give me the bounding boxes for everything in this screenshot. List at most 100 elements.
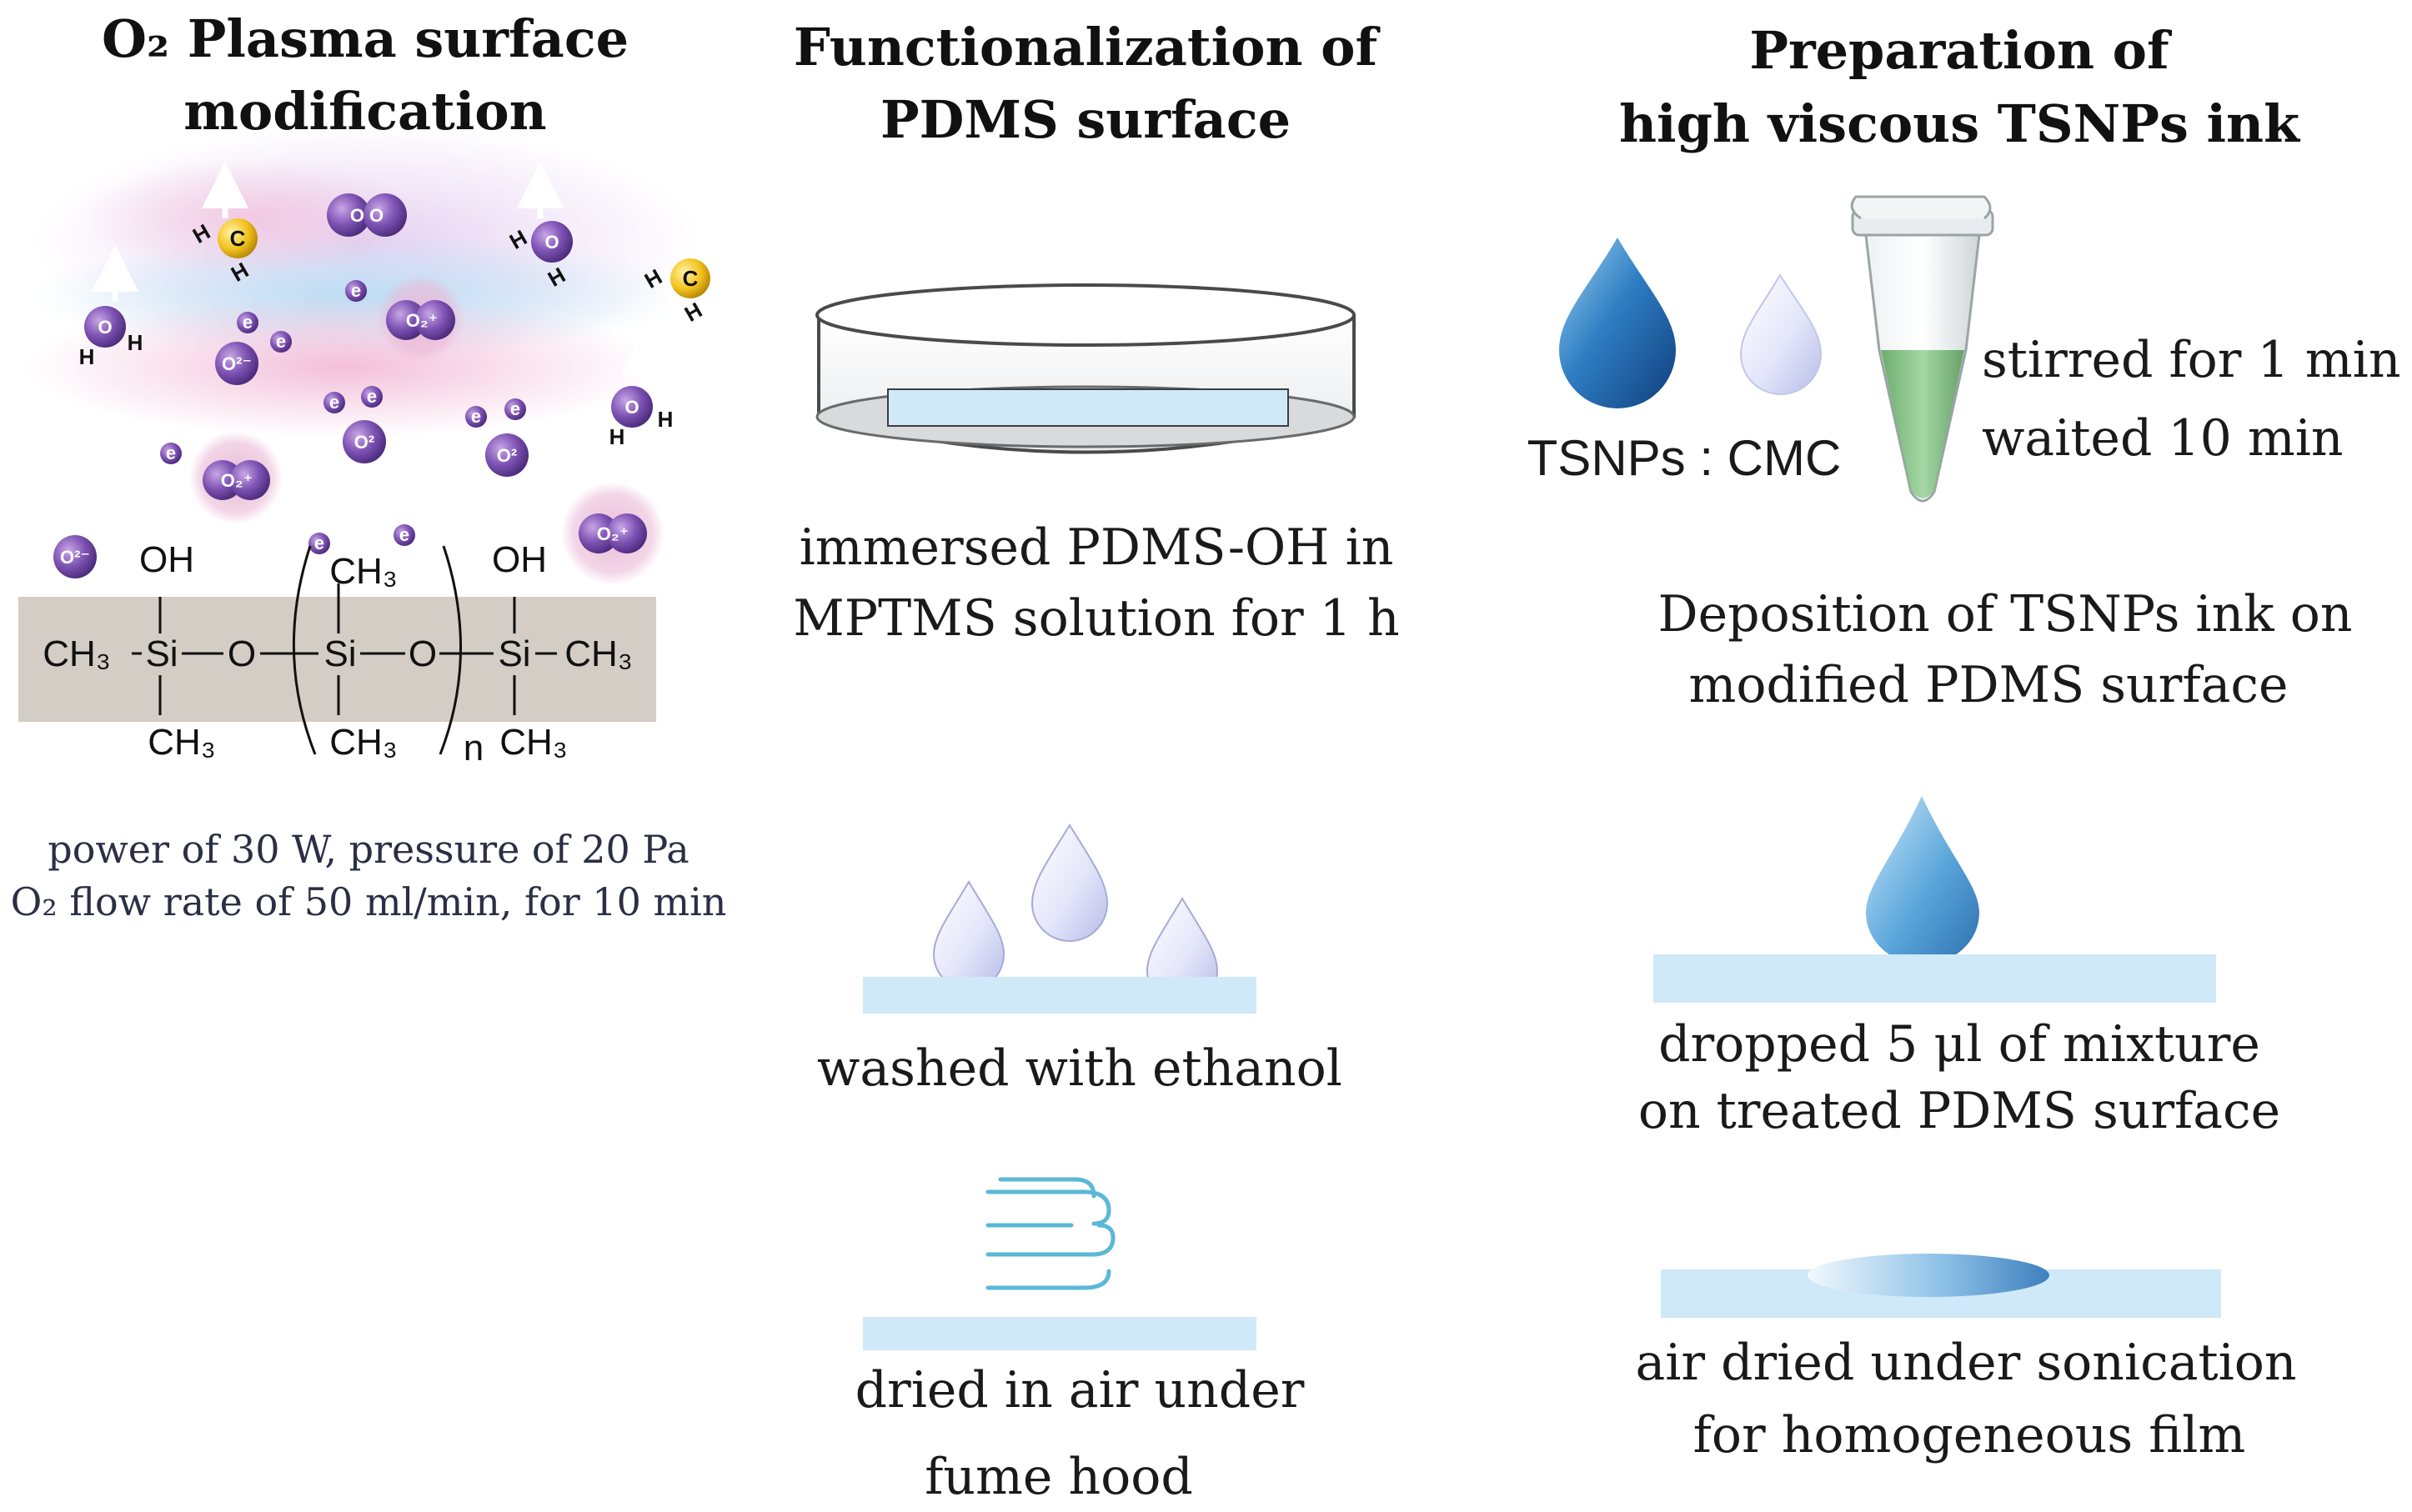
step-wash-label: washed with ethanol: [817, 1039, 1342, 1098]
electron-4: e: [323, 392, 345, 413]
ink-title-line2: high viscous TSNPs ink: [1619, 93, 2301, 154]
svg-text:O: O: [624, 397, 639, 418]
drop-line1: dropped 5 μl of mixture: [1658, 1015, 2260, 1074]
ch3-bot-mid-label: CH₃: [329, 722, 397, 763]
subscript-n-label: n: [464, 728, 484, 769]
deposition-line1: Deposition of TSNPs ink on: [1658, 585, 2353, 643]
svg-text:e: e: [276, 331, 286, 352]
svg-text:O₂⁺: O₂⁺: [221, 470, 253, 491]
petri-dish: [815, 283, 1356, 454]
deposition-line2: modified PDMS surface: [1689, 656, 2289, 714]
o2-minus-ion-4: O²⁻: [53, 535, 97, 578]
svg-text:O²: O²: [354, 432, 374, 453]
svg-text:O: O: [544, 232, 559, 253]
water-molecule-left: O H H: [79, 306, 143, 369]
electron-2: e: [237, 312, 258, 333]
pdms-slab-drop: [1653, 954, 2216, 1003]
svg-text:C: C: [230, 226, 246, 251]
svg-text:H: H: [609, 424, 625, 449]
drop-line2: on treated PDMS surface: [1638, 1082, 2280, 1140]
tsnps-drop: [1559, 238, 1676, 408]
stir-line1: stirred for 1 min: [1982, 331, 2401, 389]
plasma-condition-line2: O₂ flow rate of 50 ml/min, for 10 min: [11, 879, 727, 924]
pdms-slab-wash: [863, 977, 1256, 1014]
electron-1: e: [345, 280, 367, 302]
svg-text:e: e: [314, 533, 324, 553]
dry-sonication-line1: air dried under sonication: [1635, 1334, 2296, 1392]
plasma-condition-line1: power of 30 W, pressure of 20 Pa: [48, 827, 689, 872]
o2-plus-ion-right: O₂⁺: [561, 482, 664, 585]
svg-text:O²⁻: O²⁻: [60, 547, 90, 568]
electron-7: e: [504, 398, 526, 420]
pdms-structure: [132, 545, 557, 755]
svg-text:O²: O²: [497, 445, 517, 466]
svg-text:H: H: [128, 330, 143, 355]
ink-film: [1808, 1254, 2049, 1297]
ink-drop: [1866, 796, 1979, 964]
step-immerse-line1: immersed PDMS-OH in: [800, 518, 1394, 577]
ethanol-drop-top: [1030, 824, 1109, 942]
o2-plus-ion-top: O₂⁺: [378, 275, 464, 362]
electrons: e e e e e e e e e e: [160, 280, 526, 554]
water-molecule-right: O H H: [609, 386, 673, 449]
ch3-right-label: CH₃: [564, 633, 632, 674]
svg-text:O₂⁺: O₂⁺: [597, 523, 629, 544]
si-mid-label: Si: [323, 633, 356, 674]
electron-6: e: [465, 406, 487, 428]
svg-text:O²⁻: O²⁻: [222, 353, 252, 374]
si-right-label: Si: [498, 633, 530, 674]
svg-text:C: C: [683, 266, 699, 291]
svg-text:e: e: [166, 443, 176, 463]
ethanol-drop-left: [932, 880, 1005, 990]
svg-text:e: e: [351, 280, 361, 301]
electron-5: e: [361, 386, 383, 408]
eppendorf-tube: [1850, 195, 1994, 503]
electron-8: e: [160, 443, 182, 464]
electron-9: e: [308, 533, 330, 554]
escape-arrows: [92, 162, 667, 385]
o2-plus-ion-mid: O₂⁺: [189, 431, 283, 524]
oh-left-label: OH: [139, 539, 194, 580]
o2-molecule-label: O O: [350, 205, 384, 226]
ch3-left-label: CH₃: [43, 633, 110, 674]
wind-icon: [985, 1177, 1116, 1290]
pdms-structure-labels: OH OH CH₃ CH₃ Si O Si O Si CH₃ CH₃ CH₃ n…: [43, 539, 632, 769]
oh-right-label: OH: [492, 539, 547, 580]
o2-molecule: O O: [327, 193, 407, 237]
functionalization-column: Functionalization of PDMS surface immers…: [793, 17, 1399, 1506]
cmc-drop: [1739, 273, 1823, 395]
svg-text:e: e: [510, 398, 520, 419]
stir-line2: waited 10 min: [1982, 409, 2344, 468]
o2-minus-ion-2: O²: [343, 420, 386, 463]
step-immerse-line2: MPTMS solution for 1 h: [793, 589, 1399, 648]
svg-text:e: e: [367, 386, 377, 407]
o2-minus-ion-3: O²: [485, 433, 529, 477]
svg-text:H: H: [79, 344, 95, 369]
plasma-column: O₂ Plasma surface modification O O C H: [11, 8, 727, 924]
svg-text:e: e: [243, 312, 253, 333]
pdms-slab-dry: [863, 1317, 1256, 1350]
ink-column: Preparation of high viscous TSNPs ink TS…: [1527, 20, 2401, 1464]
svg-text:O₂⁺: O₂⁺: [406, 310, 439, 331]
dry-sonication-line2: for homogeneous film: [1693, 1406, 2246, 1464]
svg-text:O: O: [98, 317, 112, 338]
ink-title-line1: Preparation of: [1749, 20, 2172, 81]
ch3-top-mid-label: CH₃: [329, 551, 397, 592]
ch3-bot-right-label: CH₃: [499, 722, 567, 763]
plasma-glow-cloud: [25, 125, 700, 438]
ratio-label: TSNPs : CMC: [1527, 430, 1842, 486]
plasma-title-line1: O₂ Plasma surface: [102, 8, 629, 69]
electron-10: e: [394, 524, 415, 546]
o-left-label: O: [228, 633, 256, 674]
svg-text:H: H: [680, 298, 706, 327]
ch3-bot-left-label: CH₃: [148, 722, 215, 763]
pdms-slab-in-dish: [887, 388, 1289, 427]
functionalization-title-line1: Functionalization of: [794, 17, 1381, 78]
o2-minus-ion-1: O²⁻: [215, 342, 258, 385]
step-dry-line2: fume hood: [925, 1448, 1193, 1506]
si-left-label: Si: [145, 633, 178, 674]
functionalization-title-line2: PDMS surface: [880, 89, 1291, 150]
svg-text:e: e: [329, 392, 339, 413]
